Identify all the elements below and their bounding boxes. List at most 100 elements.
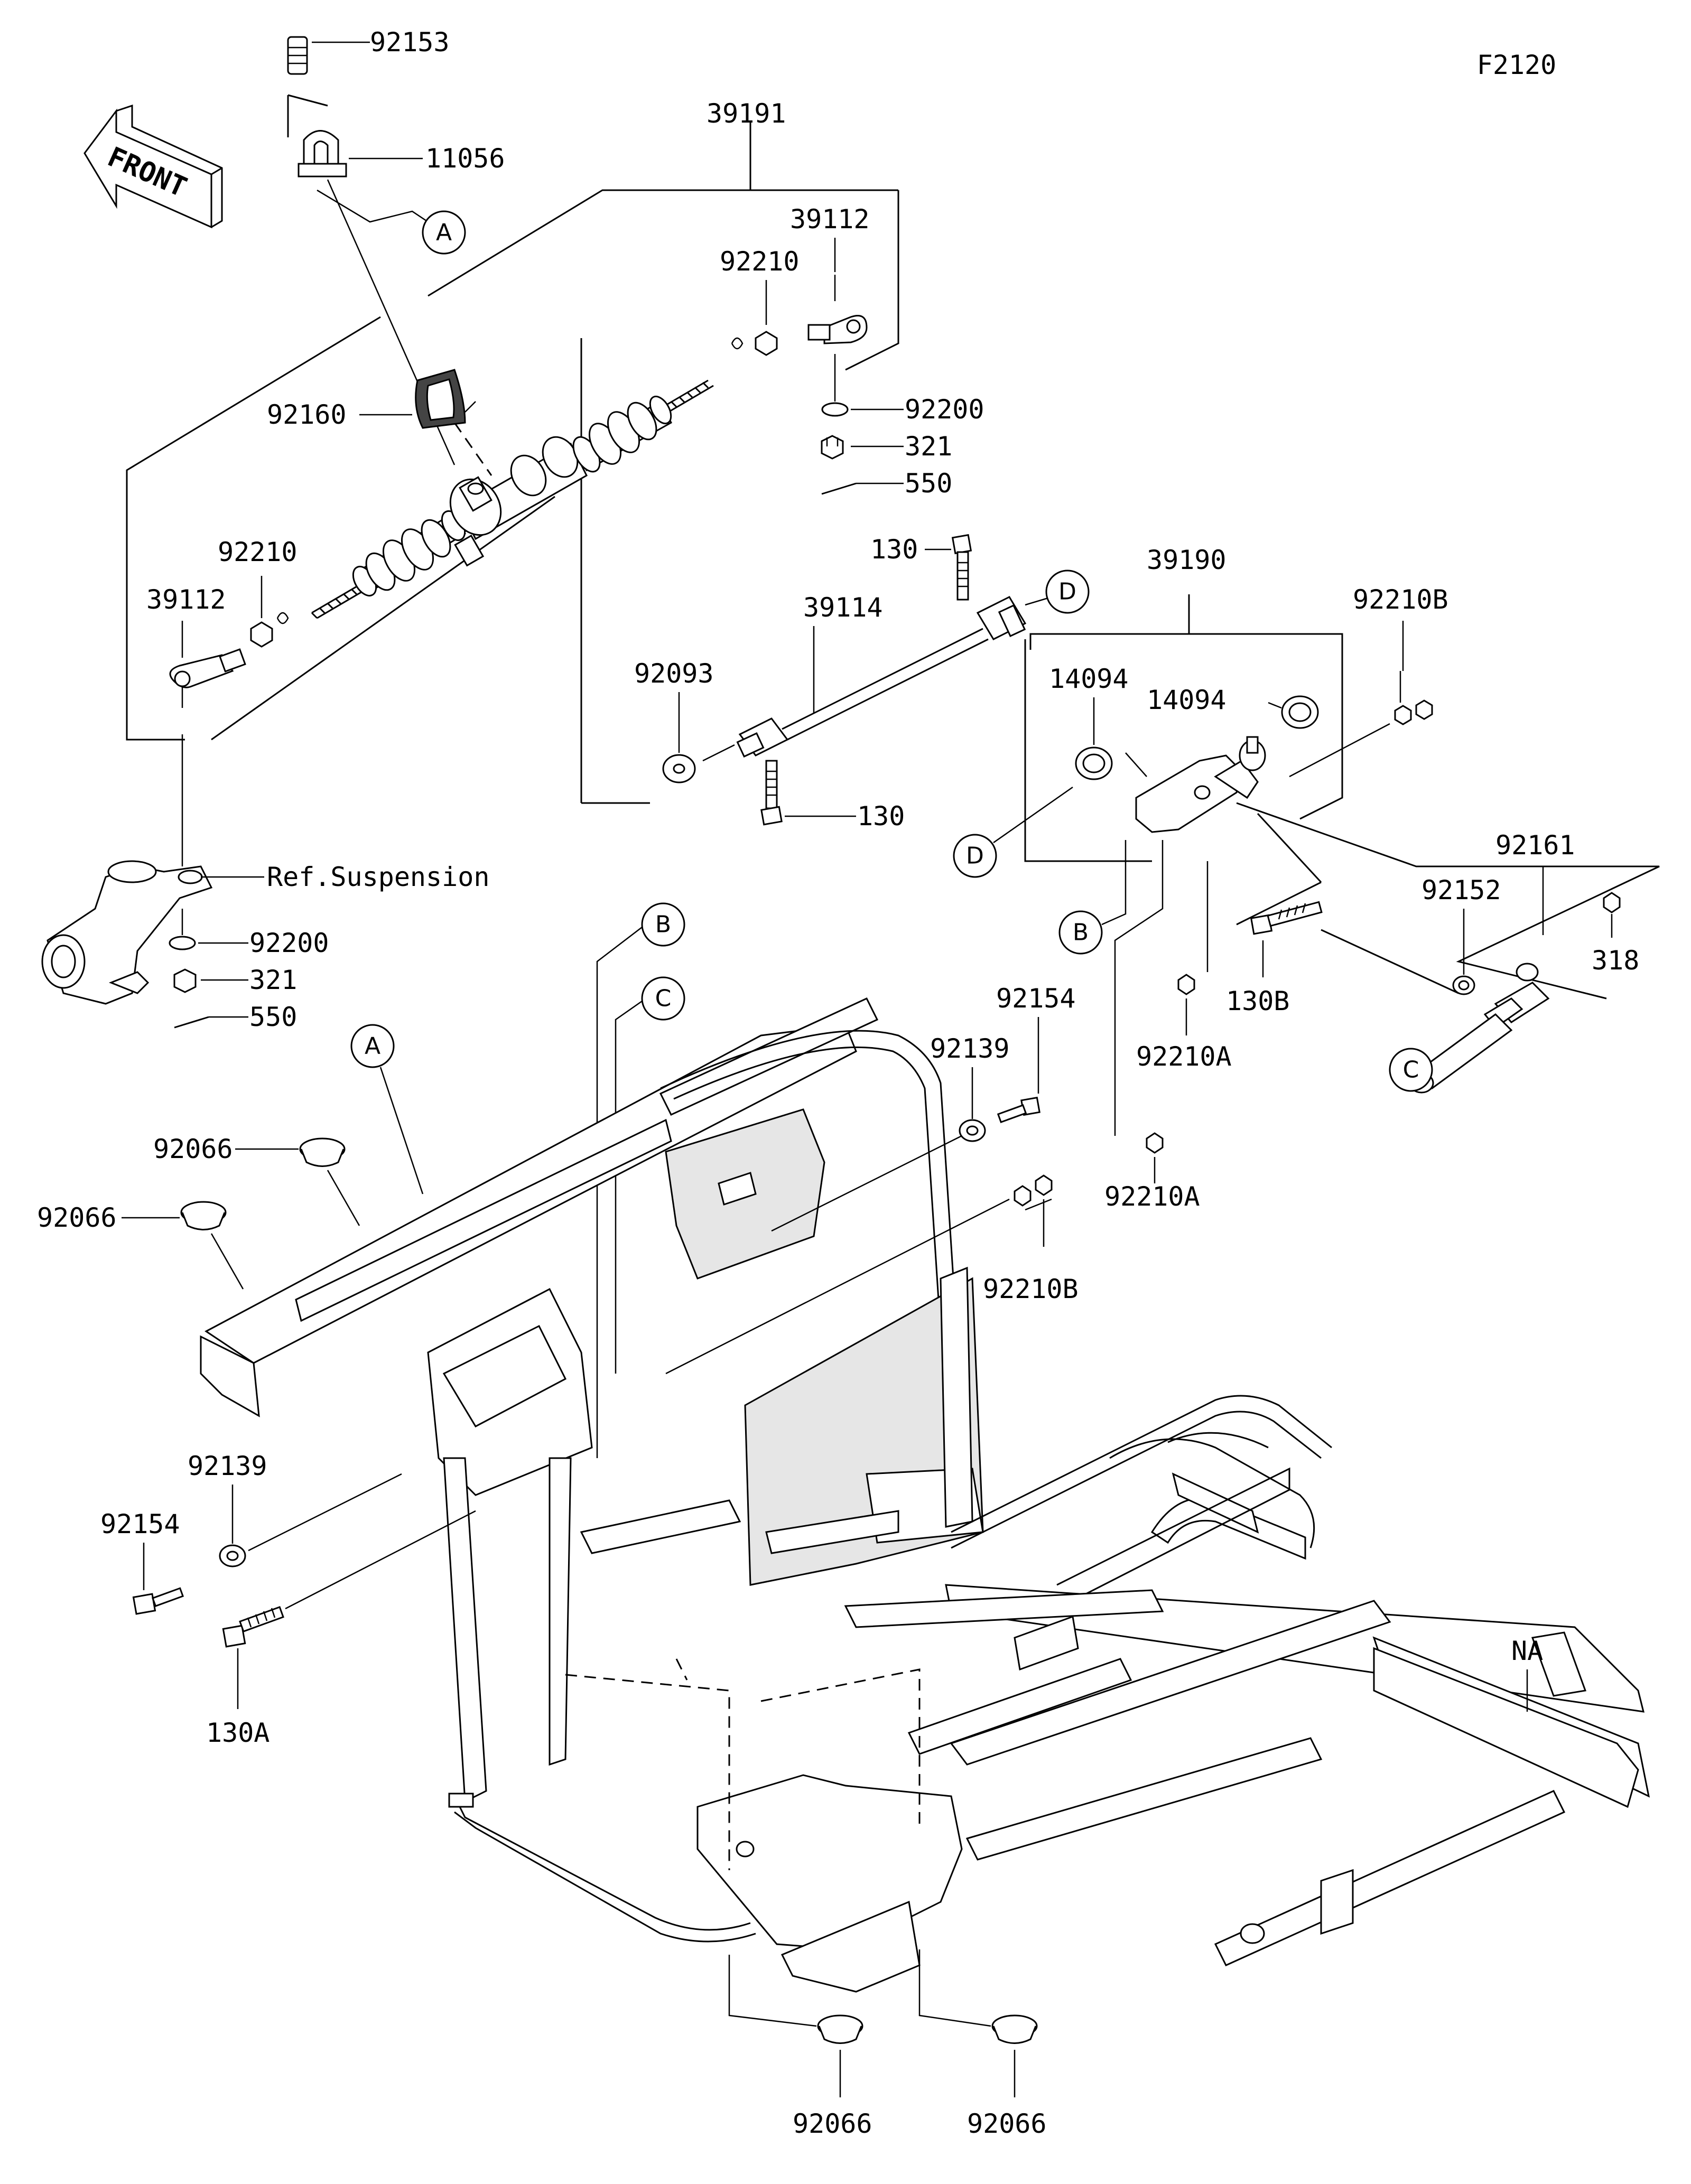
label-550-left: 550: [249, 1002, 297, 1032]
label-321-left: 321: [249, 965, 297, 995]
washer-92093: [662, 744, 735, 783]
bolt-92154-left: [132, 1587, 184, 1615]
svg-text:B: B: [655, 911, 671, 938]
label-92210B-top: 92210B: [1353, 584, 1448, 615]
label-130A: 130A: [206, 1718, 270, 1748]
nut-92210A-a: [1177, 974, 1195, 995]
rack-boot-left: [352, 510, 466, 596]
callout-A-frame: A: [350, 1024, 395, 1068]
label-92139-left: 92139: [188, 1451, 267, 1481]
washer-92139-right: [959, 1119, 986, 1142]
tie-rod-end-right: [807, 275, 868, 344]
rack-thread-right: [670, 381, 709, 408]
collar-92152: [1452, 975, 1475, 995]
joint-housing: [1125, 736, 1266, 833]
svg-text:A: A: [365, 1033, 380, 1060]
callout-A-top: A: [422, 210, 466, 255]
label-39112-left: 39112: [146, 584, 226, 615]
label-92066-c: 92066: [793, 2108, 872, 2139]
label-92210-right: 92210: [720, 246, 800, 277]
washer-92200-left: [169, 936, 196, 950]
label-92154-right: 92154: [996, 983, 1076, 1014]
bolt-92154-right: [997, 1096, 1040, 1123]
label-39191: 39191: [707, 98, 786, 129]
callout-C-right: C: [1389, 1048, 1433, 1092]
label-92161: 92161: [1495, 830, 1575, 861]
bolt-130B: [1250, 901, 1323, 935]
washer-92139-left: [219, 1544, 246, 1567]
callout-B-frame: B: [641, 902, 685, 947]
label-92153: 92153: [370, 27, 450, 58]
label-92066-a: 92066: [153, 1134, 233, 1164]
vehicle-frame: [200, 997, 1650, 1993]
label-92210B-bottom: 92210B: [983, 1274, 1079, 1304]
cap-92066-a: [299, 1137, 346, 1167]
svg-text:D: D: [1058, 578, 1076, 605]
label-92160: 92160: [267, 399, 347, 430]
label-92139-right: 92139: [930, 1033, 1010, 1064]
rack-housing: [449, 436, 588, 567]
label-130-bottom: 130: [857, 801, 905, 832]
label-318: 318: [1592, 945, 1639, 976]
svg-text:C: C: [1403, 1057, 1419, 1084]
steering-shaft-39114: [736, 596, 1027, 758]
rack-thread-left: [311, 588, 358, 619]
label-130-top: 130: [870, 534, 918, 565]
svg-text:C: C: [655, 985, 672, 1012]
bolt-130A: [222, 1606, 284, 1648]
svg-text:A: A: [436, 219, 452, 246]
group-bracket-39190: [1029, 633, 1343, 820]
cotter-pin-550-left: [174, 1016, 209, 1029]
front-direction-arrow: FRONT: [83, 104, 223, 229]
label-92210-left: 92210: [218, 537, 298, 567]
bushing-14094-b: [1281, 695, 1319, 729]
svg-text:D: D: [966, 843, 984, 870]
steering-rack-assembly: [126, 122, 899, 804]
clamp-11056: [287, 94, 423, 178]
nut-92210B-bottom: [1014, 1174, 1053, 1211]
callout-D-top: D: [1045, 570, 1090, 614]
label-92066-b: 92066: [37, 1202, 117, 1233]
label-39114: 39114: [803, 592, 883, 623]
label-92152: 92152: [1421, 875, 1501, 906]
nut-92210-left: [250, 612, 289, 648]
label-92210A-b: 92210A: [1104, 1181, 1200, 1212]
callout-C-frame: C: [641, 976, 685, 1021]
nut-92210A-b: [1146, 1132, 1164, 1154]
callout-D-mid: D: [953, 834, 997, 878]
label-NA: NA: [1511, 1636, 1543, 1666]
bolt-130-bottom: [760, 760, 783, 826]
label-92200-left: 92200: [249, 928, 329, 958]
svg-text:B: B: [1073, 919, 1089, 946]
plug-92153: [287, 36, 370, 75]
cotter-pin-550-right: [821, 482, 857, 495]
label-321-right: 321: [905, 431, 952, 462]
callout-B-mid: B: [1058, 910, 1103, 955]
nut-92210-right: [731, 331, 778, 356]
label-92210A-a: 92210A: [1136, 1041, 1232, 1072]
rack-boot-right: [572, 395, 672, 473]
nut-92210B-top: [1394, 671, 1433, 725]
label-92154-left: 92154: [100, 1509, 180, 1539]
label-39112-right: 39112: [790, 204, 870, 235]
label-92093: 92093: [634, 658, 714, 689]
bolt-130-top: [951, 534, 972, 601]
label-11056: 11056: [425, 143, 505, 174]
label-92200-right: 92200: [905, 394, 984, 425]
tie-rod-end-left: [169, 648, 246, 708]
cap-92066-d: [991, 2014, 1038, 2044]
steering-knuckle: [41, 860, 213, 1005]
cap-92066-c: [817, 2014, 863, 2044]
nut-318: [1603, 892, 1621, 913]
figure-code: F2120: [1477, 50, 1557, 80]
bush-92160: [415, 369, 476, 429]
label-14094-b: 14094: [1147, 685, 1227, 715]
castle-nut-321-right: [821, 435, 844, 460]
label-92066-d: 92066: [967, 2108, 1047, 2139]
label-550-right: 550: [905, 468, 952, 499]
castle-nut-321-left: [173, 968, 197, 993]
label-39190: 39190: [1147, 545, 1227, 575]
reference-suspension-label: Ref.Suspension: [267, 862, 489, 892]
bushing-14094-a: [1075, 746, 1113, 780]
